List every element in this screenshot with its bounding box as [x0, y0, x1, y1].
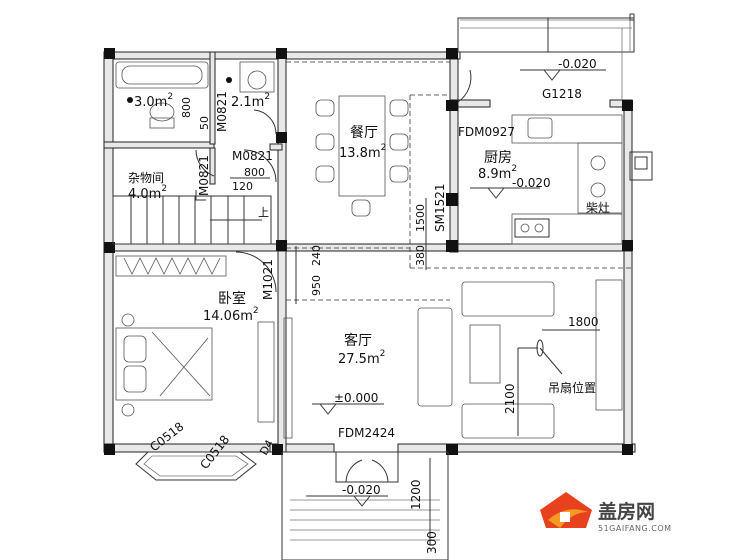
- staircase: [112, 190, 272, 245]
- dim-1500: 1500: [414, 204, 427, 232]
- dim-2100: 2100: [503, 383, 517, 414]
- tv-wall: [283, 317, 293, 439]
- entrance-steps: [281, 451, 449, 560]
- door-label-m0821-wc: M0821: [215, 91, 229, 132]
- upper-terrace: [457, 13, 635, 100]
- stair-up-label: 上: [258, 206, 269, 219]
- ceiling-fan-marker: [536, 339, 563, 375]
- bathtub: [115, 61, 209, 103]
- level-living: ±0.000: [334, 391, 378, 405]
- dim-950: 950: [310, 275, 323, 296]
- firewood-stove-label: 柴灶: [586, 201, 610, 215]
- dim-800-hall: 800: [244, 166, 265, 179]
- double-bed: [115, 313, 213, 417]
- level-markers: [306, 69, 606, 507]
- site-logo: 盖房网 51GAIFANG.COM: [540, 492, 672, 533]
- logo-url: 51GAIFANG.COM: [598, 524, 672, 533]
- dashed-lines: [286, 61, 632, 301]
- house-logo-icon: [540, 492, 592, 528]
- dim-800-bath: 800: [180, 97, 193, 118]
- door-label-m1021: M1021: [261, 259, 275, 300]
- wardrobe: [115, 255, 227, 277]
- dim-120: 120: [232, 180, 253, 193]
- bedroom-area: 14.06m2: [203, 306, 259, 324]
- wc-area: 2.1m2: [231, 92, 270, 110]
- dining-room-area: 13.8m2: [339, 143, 386, 161]
- kitchen-area: 8.9m2: [478, 164, 517, 182]
- fan-position-label: 吊扇位置: [548, 380, 596, 395]
- level-top: -0.020: [558, 57, 597, 71]
- structural-columns: [104, 48, 633, 455]
- door-label-m0821-dining: M0821: [232, 149, 273, 163]
- logo-name: 盖房网: [598, 500, 655, 523]
- dim-240: 240: [310, 245, 323, 266]
- dim-300: 300: [425, 531, 439, 554]
- dining-table: [315, 95, 409, 217]
- dim-1800: 1800: [568, 315, 599, 329]
- dim-380: 380: [414, 245, 427, 266]
- door-label-m0821-storage: M0821: [197, 155, 211, 196]
- living-room-area: 27.5m2: [338, 349, 385, 367]
- dim-1200: 1200: [409, 479, 423, 510]
- level-kitchen: -0.020: [512, 176, 551, 190]
- washbasin: [226, 61, 275, 93]
- living-room-name: 客厅: [344, 332, 372, 349]
- dimension-lines: [230, 177, 600, 545]
- living-sofa-set: [417, 279, 623, 439]
- window-label-sm1521: SM1521: [433, 183, 447, 232]
- bedroom-name: 卧室: [218, 290, 246, 307]
- door-label-fdm2424: FDM2424: [338, 426, 395, 440]
- door-label-fdm0927: FDM0927: [458, 125, 515, 139]
- bathroom-area: 3.0m2: [134, 92, 173, 110]
- kitchen-counter: [511, 114, 653, 245]
- level-entrance: -0.020: [342, 483, 381, 497]
- door-swings: [195, 69, 472, 483]
- bay-window: [135, 451, 257, 481]
- storage-room-area: 4.0m2: [128, 184, 167, 202]
- toilet: [149, 102, 175, 129]
- bedroom-cabinet: [257, 321, 275, 423]
- window-label-g1218: G1218: [542, 87, 582, 101]
- storage-room-name: 杂物间: [128, 171, 164, 185]
- dim-50: 50: [198, 116, 211, 130]
- dining-room-name: 餐厅: [350, 125, 378, 141]
- kitchen-name: 厨房: [484, 150, 512, 166]
